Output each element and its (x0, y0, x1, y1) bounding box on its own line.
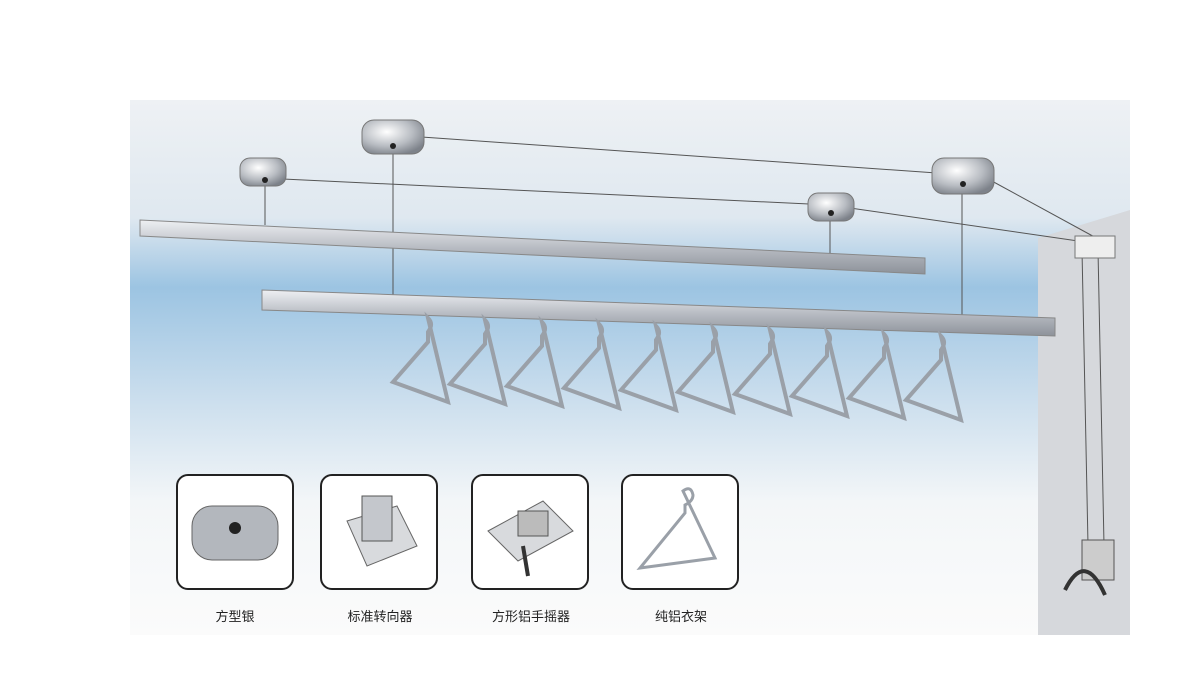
steering-device-icon (346, 495, 418, 567)
component-hanger (621, 474, 739, 590)
hand-crank-icon (487, 500, 574, 577)
hand-crank (1081, 539, 1115, 581)
caption-steering-device: 标准转向器 (347, 610, 413, 625)
front-rail (261, 289, 1056, 337)
hanger (674, 321, 736, 416)
caption-hand-crank: 方形铝手摇器 (491, 610, 570, 625)
hanger (503, 315, 565, 410)
back-rail (139, 219, 926, 275)
hanger (788, 325, 850, 420)
square-pulley-icon (191, 505, 279, 561)
ceiling-pulleys (239, 119, 995, 222)
hanger (560, 317, 622, 412)
hanger (845, 327, 907, 422)
hanger (902, 329, 964, 424)
wall (1038, 210, 1130, 635)
hanger (389, 311, 451, 406)
steering-device (1074, 235, 1116, 259)
component-hand-crank (471, 474, 589, 590)
hanger (446, 313, 508, 408)
caption-hanger: 纯铝衣架 (654, 610, 707, 625)
component-square-pulley (176, 474, 294, 590)
component-steering-device (320, 474, 438, 590)
hanger (731, 323, 793, 418)
hangers (389, 311, 964, 424)
hanger (617, 319, 679, 414)
hanger-icon (636, 487, 718, 570)
caption-square-pulley: 方型银 (215, 610, 255, 625)
cables (261, 134, 1105, 546)
